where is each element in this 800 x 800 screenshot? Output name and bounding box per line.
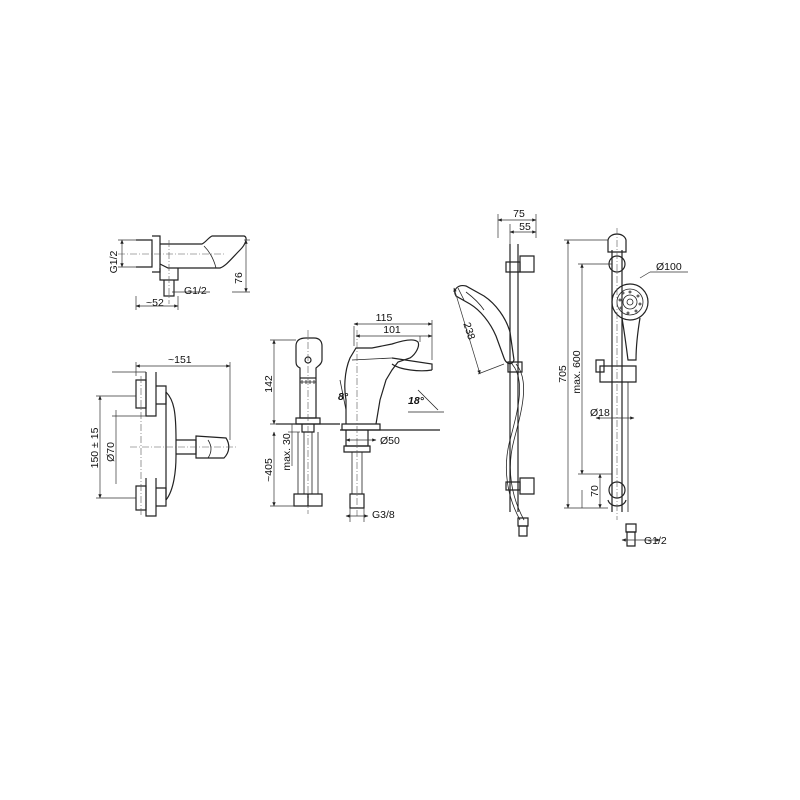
wall-mixer-front-view: ~151 150 ± 15 Ø70	[89, 354, 236, 517]
thread-outlet-label: G1/2	[184, 285, 207, 297]
width-label: ~151	[168, 354, 192, 366]
reach-total-label: 115	[376, 312, 393, 324]
reach-spout-label: 101	[383, 324, 401, 336]
handshower-length-label: 238	[460, 321, 477, 342]
projection-label: ~52	[146, 297, 164, 309]
head-diameter-label: Ø100	[656, 261, 682, 273]
basin-mixer-side-view: 115 101 8° 18° Ø50 G3/8	[338, 312, 444, 522]
total-height-label: 705	[557, 365, 569, 383]
shower-set-side-view: 75 55 238	[453, 208, 537, 537]
centres-label: 150 ± 15	[89, 427, 101, 468]
basin-mixer-front-view: 142 ~405 max. 30	[263, 330, 340, 514]
thread-label: G3/8	[372, 509, 395, 521]
angle-spout-label: 8°	[338, 391, 349, 403]
height-label: 142	[263, 375, 275, 393]
hose-length-label: ~405	[263, 458, 275, 482]
max-thickness-label: max. 30	[281, 433, 293, 471]
angle-lever-label: 18°	[408, 395, 425, 407]
height-label: 76	[233, 272, 245, 284]
bar-diameter-label: Ø18	[590, 407, 610, 419]
thread-inlet-label: G1/2	[108, 250, 120, 273]
slider-travel-label: max. 600	[571, 350, 583, 393]
hole-diameter-label: Ø50	[380, 435, 400, 447]
spray-nozzles	[618, 290, 642, 315]
bottom-offset-label: 70	[589, 485, 601, 497]
rosette-label: Ø70	[105, 442, 117, 462]
wall-mixer-side-view: G1/2 G1/2 ~52 76	[108, 235, 250, 310]
depth-bar-label: 55	[519, 221, 531, 233]
thread-label: G1/2	[644, 535, 667, 547]
depth-total-label: 75	[513, 208, 525, 220]
shower-set-front-view: Ø100 705 max. 600 Ø18 70 G1/2	[557, 228, 688, 547]
